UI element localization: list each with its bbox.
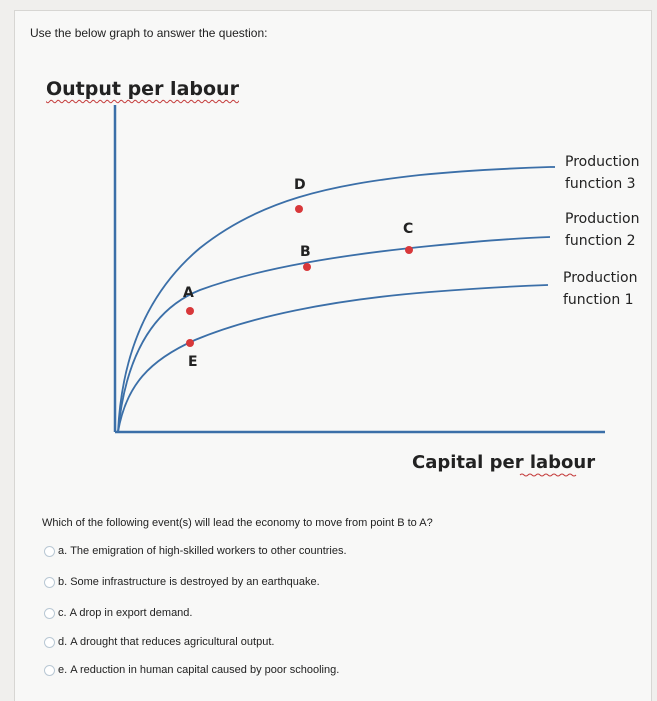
graph-y-axis-label: Output per labour [46,78,239,100]
point-a-label: A [183,285,194,301]
pf3-label-line1: Production [565,154,639,170]
option-c-radio[interactable] [44,607,55,619]
graph-x-axis-label: Capital per labour [412,452,595,473]
intro-text: Use the below graph to answer the questi… [30,26,268,40]
option-d-radio[interactable] [44,636,55,648]
point-e-marker [186,339,194,347]
option-c-text: A drop in export demand. [69,607,193,619]
option-a-text: The emigration of high-skilled workers t… [70,545,347,557]
y-axis-label-text: Output per labour [46,78,239,100]
point-e-label: E [188,354,198,370]
option-d-letter: d. [58,636,68,648]
option-b[interactable]: b. Some infrastructure is destroyed by a… [44,576,320,588]
point-b-marker [303,263,311,271]
point-c-marker [405,246,413,254]
point-a-marker [186,307,194,315]
pf1-label-line2: function 1 [563,292,634,308]
production-function-3-curve [117,166,551,433]
option-a[interactable]: a. The emigration of high-skilled worker… [44,545,347,557]
pf1-label-line1: Production [563,270,637,286]
option-e-letter: e. [58,664,68,676]
production-function-2-curve [117,236,551,433]
option-e-text: A reduction in human capital caused by p… [70,664,340,676]
option-a-radio[interactable] [44,545,55,557]
pf2-label-line1: Production [565,211,639,227]
pf3-label-line2: function 3 [565,176,636,192]
point-d-label: D [294,177,306,193]
option-c-letter: c. [58,607,67,619]
point-d-marker [295,205,303,213]
option-c[interactable]: c. A drop in export demand. [44,607,192,619]
question-text: Which of the following event(s) will lea… [42,517,433,529]
point-b-label: B [300,244,311,260]
pf2-label-line2: function 2 [565,233,636,249]
option-a-letter: a. [58,545,68,557]
option-b-text: Some infrastructure is destroyed by an e… [70,576,320,588]
x-axis-label-squiggle [519,473,577,477]
question-card [14,10,652,701]
option-e[interactable]: e. A reduction in human capital caused b… [44,664,339,676]
option-b-radio[interactable] [44,576,55,588]
option-b-letter: b. [58,576,68,588]
option-e-radio[interactable] [44,664,55,676]
option-d-text: A drought that reduces agricultural outp… [70,636,275,648]
production-function-1-curve [117,284,549,433]
option-d[interactable]: d. A drought that reduces agricultural o… [44,636,274,648]
point-c-label: C [403,221,413,237]
